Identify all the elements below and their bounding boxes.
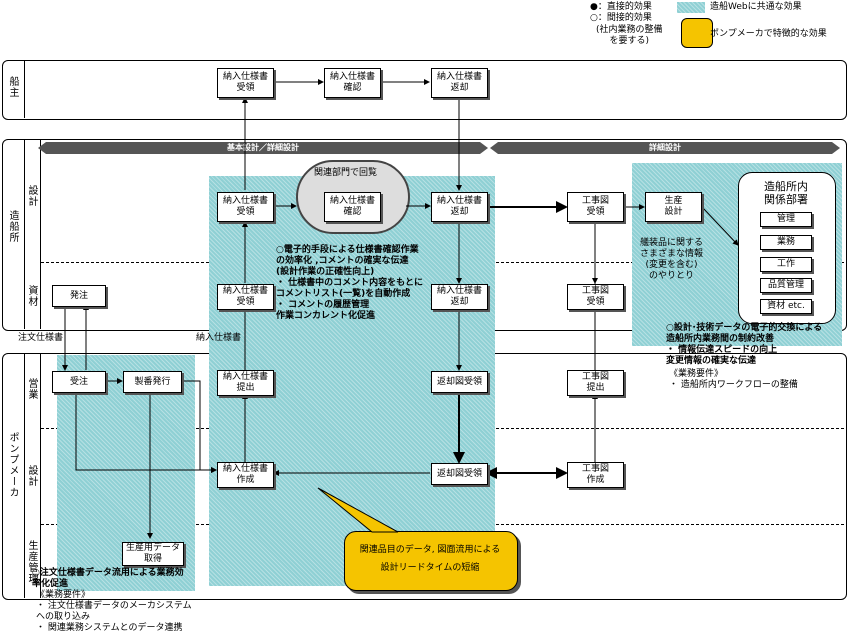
spec-create[interactable]: 納入仕様書 作成 — [217, 462, 274, 488]
right-requirements-note: 《業務要件》 ・ 造船所内ワークフローの整備 — [669, 369, 798, 390]
drawing-submit[interactable]: 工事図 提出 — [567, 370, 624, 396]
return-receive-design[interactable]: 返却図受領 — [431, 463, 488, 485]
owner-spec-receive[interactable]: 納入仕様書 受領 — [217, 68, 274, 98]
dept-quality: 品質管理 — [760, 278, 812, 293]
right-effects-note: ○設計･技術データの電子的交換による 造船所内業務間の制約改善 ・ 情報伝達スピ… — [666, 323, 823, 366]
cloud-label: 関連部門で回覧 — [314, 168, 378, 178]
callout-bubble — [344, 531, 518, 591]
dept-management: 管理 — [760, 212, 812, 227]
center-effects-note: ○電子的手段による仕様書確認作業 の効率化 ,コメントの確実な伝達 (設計作業の… — [276, 245, 423, 321]
production-design[interactable]: 生産 設計 — [645, 192, 702, 222]
owner-spec-confirm[interactable]: 納入仕様書 確認 — [324, 68, 381, 98]
phase-detail-design: 詳細設計 — [490, 142, 840, 154]
order[interactable]: 発注 — [52, 285, 106, 307]
drawing-create[interactable]: 工事図 作成 — [567, 462, 624, 488]
materials-lane-label: 資材 — [26, 285, 37, 307]
dept-materials: 資材 etc. — [760, 299, 812, 314]
owner-lane — [2, 60, 847, 120]
mat-drawing-receive[interactable]: 工事図 受領 — [567, 284, 624, 310]
return-receive-sales[interactable]: 返却図受領 — [431, 371, 488, 393]
callout-text: 関連品目のデータ, 図面流用による 設計リードタイムの短縮 — [359, 545, 501, 573]
sales-lane-label: 営業 — [26, 378, 37, 400]
owner-lane-label: 船主 — [7, 76, 18, 98]
pump-design-lane-label: 設計 — [26, 465, 37, 487]
shipyard-lane-label: 造船所 — [7, 210, 18, 243]
left-effects-note: ○注文仕様書データ流用による業務効 率化促進 — [32, 568, 184, 589]
legend-web-swatch — [677, 2, 705, 13]
spec-submit[interactable]: 納入仕様書 提出 — [217, 370, 274, 396]
pump-maker-lane-label: ポンプメーカ — [7, 432, 18, 498]
design-spec-confirm[interactable]: 納入仕様書 確認 — [324, 192, 381, 222]
legend-indirect: ○：間接的効果 — [590, 13, 652, 23]
dept-construction: 工作 — [760, 257, 812, 272]
dept-operations: 業務 — [760, 235, 812, 250]
mat-spec-return[interactable]: 納入仕様書 返却 — [431, 284, 488, 310]
delivery-spec-label: 納入仕様書 — [196, 333, 242, 343]
legend-callout-swatch — [681, 18, 713, 48]
drawing-receive[interactable]: 工事図 受領 — [567, 192, 624, 222]
accept-order[interactable]: 受注 — [52, 371, 106, 393]
left-requirements-note: 《業務要件》 ・ 注文仕様書データのメーカシステム への取り込み ・ 関連業務シ… — [36, 590, 192, 633]
owner-spec-return[interactable]: 納入仕様書 返却 — [431, 68, 488, 98]
design-spec-receive[interactable]: 納入仕様書 受領 — [217, 192, 274, 222]
legend-web-common: 造船Webに共通な効果 — [710, 2, 802, 12]
order-spec-label: 注文仕様書 — [18, 333, 64, 343]
design-spec-return[interactable]: 納入仕様書 返却 — [431, 192, 488, 222]
mat-spec-receive[interactable]: 納入仕様書 受領 — [217, 284, 274, 310]
issue-number[interactable]: 製番発行 — [123, 371, 182, 393]
phase-basic-design: 基本設計／詳細設計 — [38, 142, 488, 154]
production-lane-label: 生産管理 — [26, 540, 37, 584]
production-data[interactable]: 生産用データ 取得 — [122, 542, 184, 566]
legend-indirect-note: (社内業務の整備 を要する) — [596, 25, 663, 46]
equipment-info-label: 艤装品に関する さまざまな情報 (変更を含む) のやりとり — [640, 238, 704, 281]
design-lane-label: 設計 — [26, 185, 37, 207]
legend-direct: ●：直接的効果 — [590, 2, 652, 12]
departments-title: 造船所内 関係部署 — [764, 180, 808, 206]
legend-pump-specific: ポンプメーカで特徴的な効果 — [710, 29, 827, 39]
